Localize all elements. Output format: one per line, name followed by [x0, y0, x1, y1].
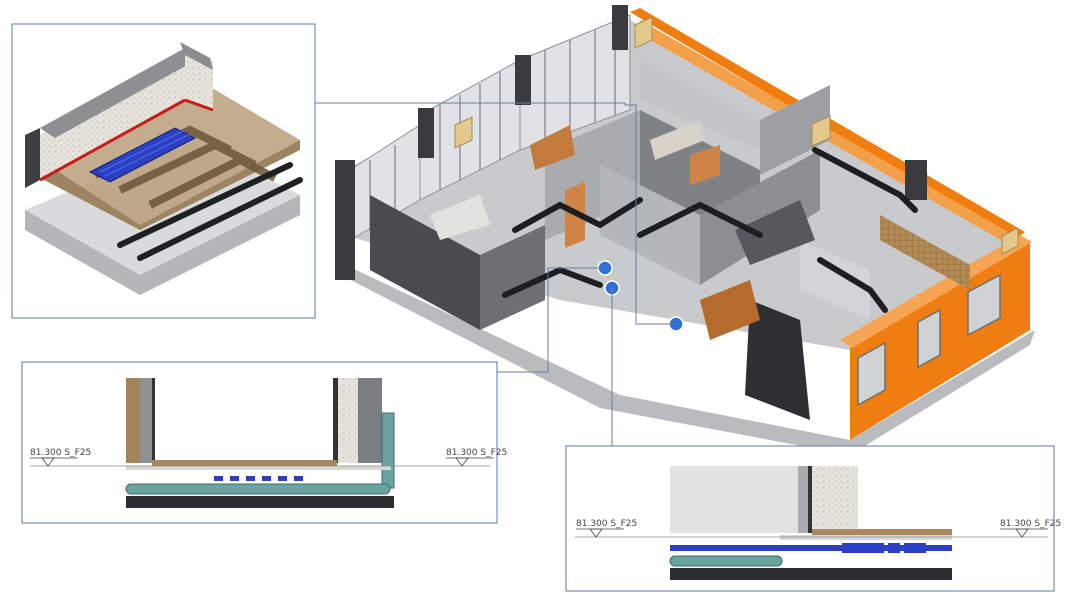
- leader-lines: [315, 102, 676, 446]
- svg-text:81.300 S_F25: 81.300 S_F25: [446, 448, 507, 458]
- base-slab: [335, 260, 1035, 455]
- svg-text:81.300 S_F25: 81.300 S_F25: [30, 448, 91, 458]
- detail-panel-section-b: 81.300 S_F25 81.300 S_F25: [565, 445, 1061, 592]
- facade-windows: [857, 273, 1001, 407]
- ventilation-ducts: [502, 147, 918, 313]
- heating-fins: [99, 129, 191, 177]
- detail-panel-section-a: 81.300 S_F25 81.300 S_F25: [21, 361, 507, 524]
- black-cables: [117, 162, 303, 261]
- elevation-mark-a-left: 81.300 S_F25: [30, 448, 91, 467]
- detail-panel-isometric: [11, 23, 316, 319]
- heating-blocks: [842, 543, 926, 553]
- heating-dashes: [214, 476, 303, 481]
- side-facade-top: [840, 235, 1032, 348]
- ceiling-units: [454, 16, 1019, 255]
- elevation-mark-b-right: 81.300 S_F25: [1000, 519, 1061, 538]
- svg-text:81.300 S_F25: 81.300 S_F25: [1000, 519, 1061, 529]
- structural-columns: [335, 5, 927, 280]
- furniture: [430, 120, 815, 340]
- elevation-mark-b-left: 81.300 S_F25: [576, 519, 637, 538]
- shelving-unit: [880, 215, 970, 290]
- elevation-mark-a-right: 81.300 S_F25: [446, 448, 507, 467]
- svg-text:81.300 S_F25: 81.300 S_F25: [576, 519, 637, 529]
